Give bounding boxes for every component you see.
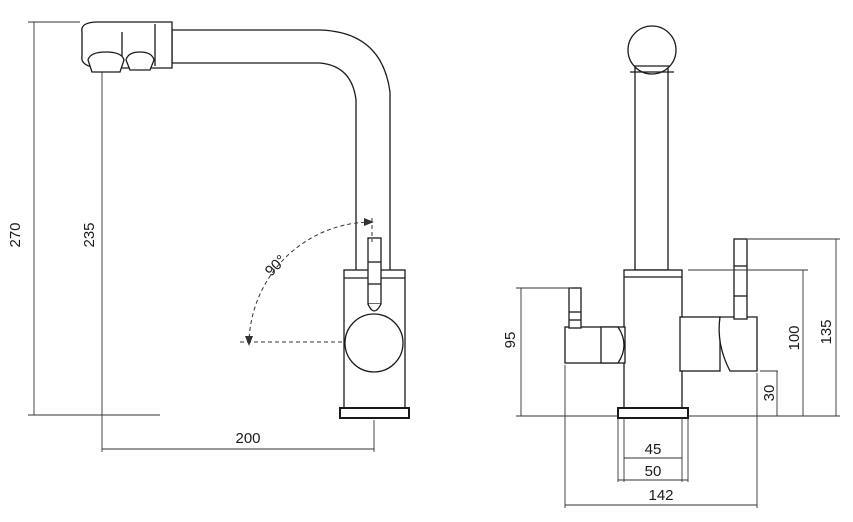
side-spout-height-label: 235 — [81, 222, 98, 247]
front-filter-height-label: 95 — [502, 332, 519, 349]
front-lever-height-label: 100 — [786, 325, 803, 350]
front-filter-lever — [568, 287, 582, 329]
side-spray-nozzle-right — [125, 51, 155, 71]
side-handle-lever — [367, 237, 382, 305]
front-overall-width-label: 142 — [648, 487, 673, 504]
side-total-height-label: 270 — [7, 222, 24, 247]
swivel-angle-label: 90° — [262, 252, 290, 280]
front-body — [623, 269, 683, 411]
front-total-height-label: 135 — [818, 319, 835, 344]
front-filter-knob — [600, 326, 625, 364]
front-body-height-label: 30 — [761, 385, 778, 402]
front-base-diameter-label: 50 — [645, 463, 662, 480]
front-lever-arm — [679, 316, 721, 372]
side-spout-reach-label: 200 — [235, 430, 260, 447]
side-view: 90° 270 235 200 — [7, 21, 410, 452]
front-view: 95 30 100 135 45 50 142 — [502, 25, 840, 508]
side-spout-tube — [171, 29, 391, 273]
front-inner-base-label: 45 — [645, 441, 662, 458]
front-lever-handle — [733, 238, 748, 320]
front-spout-tube — [634, 54, 669, 271]
front-base — [617, 407, 689, 419]
side-control-knob — [344, 313, 404, 373]
side-base — [339, 407, 410, 419]
front-aerator — [627, 25, 677, 75]
side-spray-nozzle-left — [87, 51, 125, 73]
front-lever-knob — [718, 316, 758, 372]
